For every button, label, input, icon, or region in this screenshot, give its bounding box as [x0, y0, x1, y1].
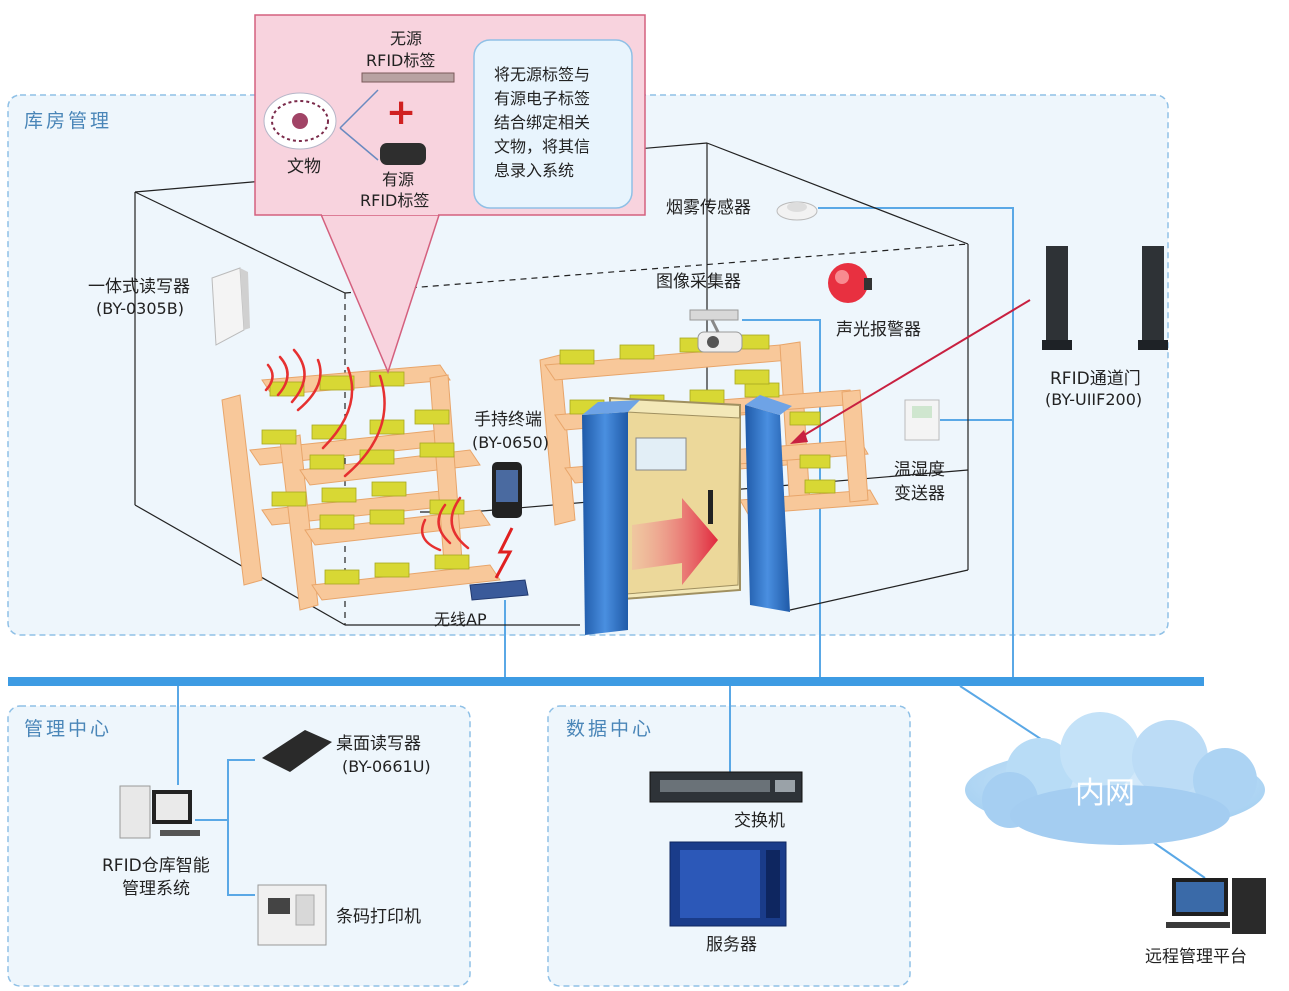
barcode-printer-label: 条码打印机 [336, 907, 421, 927]
remote-platform-label: 远程管理平台 [1145, 947, 1247, 967]
datacenter-zone-title: 数据中心 [566, 718, 654, 740]
note-line-4: 文物，将其信 [494, 137, 590, 156]
wireless-ap-icon [469, 579, 529, 601]
note-line-1: 将无源标签与 [494, 65, 590, 84]
gate-pointer-arrow [795, 299, 1031, 441]
desktop-reader-model: (BY-0661U) [342, 757, 431, 776]
system-label-1: RFID仓库智能 [102, 856, 210, 876]
active-tag-label-1: 有源 [382, 170, 414, 189]
network-bus [8, 677, 1204, 686]
callout-note: 将无源标签与 有源电子标签 结合绑定相关 文物，将其信 息录入系统 [494, 65, 590, 180]
integrated-reader-label: 一体式读写器 [88, 277, 190, 297]
workstation-icon [119, 785, 200, 839]
tag-connector-lines [339, 89, 379, 161]
rfid-channel-gate-icon [1042, 246, 1168, 350]
relic-label: 文物 [287, 157, 321, 177]
plus-sign: + [386, 92, 416, 133]
active-tag-icon [380, 143, 426, 165]
temp-humidity-label-2: 变送器 [894, 484, 945, 504]
note-line-2: 有源电子标签 [494, 89, 590, 108]
note-line-5: 息录入系统 [494, 161, 574, 180]
handheld-label: 手持终端 [474, 410, 542, 430]
integrated-reader-icon [211, 267, 250, 346]
remote-pc-icon [1166, 878, 1266, 934]
rfid-gate-label: RFID通道门 [1050, 369, 1141, 389]
desktop-reader-icon [262, 730, 332, 772]
handheld-terminal-icon [492, 462, 522, 518]
callout-note-box [473, 39, 633, 209]
switch-icon [649, 771, 803, 803]
management-zone [7, 705, 471, 987]
temp-humidity-label-1: 温湿度 [894, 460, 945, 480]
server-icon [669, 841, 787, 927]
relic-image [263, 92, 337, 150]
passive-tag-icon [361, 72, 455, 83]
temp-humidity-icon [904, 399, 940, 441]
system-label-2: 管理系统 [122, 879, 190, 899]
passive-tag-label-2: RFID标签 [366, 51, 435, 70]
wireless-ap-label: 无线AP [434, 610, 487, 629]
intranet-cloud-icon [965, 712, 1265, 845]
alarm-icon [828, 263, 872, 303]
note-line-3: 结合绑定相关 [494, 113, 590, 132]
integrated-reader-model: (BY-0305B) [96, 299, 184, 318]
smoke-sensor-label: 烟雾传感器 [666, 198, 751, 218]
rf-waves [264, 348, 470, 552]
alarm-label: 声光报警器 [836, 320, 921, 340]
desktop-reader-label: 桌面读写器 [336, 734, 421, 754]
callout-joint [322, 211, 438, 215]
connector-lines [177, 207, 1206, 896]
barcode-printer-icon [257, 884, 327, 946]
server-label: 服务器 [706, 935, 757, 955]
warehouse-zone-title: 库房管理 [24, 110, 112, 132]
smoke-sensor-icon [776, 201, 818, 221]
passive-tag-label-1: 无源 [390, 29, 422, 48]
rfid-gate-model: (BY-UIIF200) [1045, 390, 1142, 409]
intranet-label: 内网 [1075, 776, 1135, 811]
switch-label: 交换机 [734, 811, 785, 831]
camera-icon [689, 309, 743, 353]
image-collector-label: 图像采集器 [656, 272, 741, 292]
active-tag-label-2: RFID标签 [360, 191, 429, 210]
management-zone-title: 管理中心 [24, 718, 112, 740]
handheld-model: (BY-0650) [472, 433, 549, 452]
gate-pointer-arrowhead [790, 430, 808, 444]
signal-bolt-icon [494, 527, 514, 579]
rfid-gate-door [582, 395, 792, 635]
